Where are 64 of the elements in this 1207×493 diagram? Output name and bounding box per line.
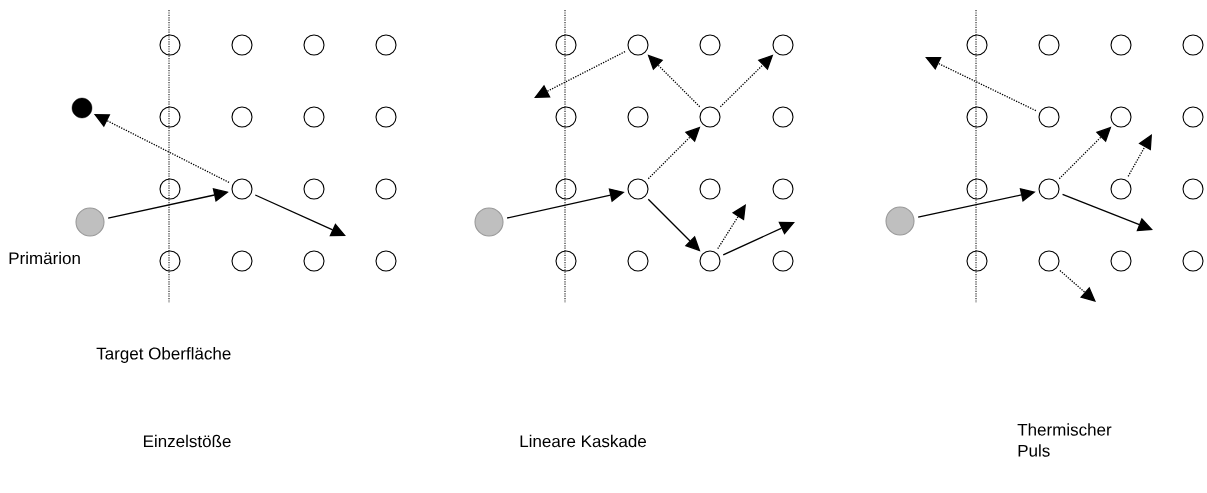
atom-circle [375,106,397,128]
atom-circle [627,34,649,56]
atom-circle [303,178,325,200]
atom-circle [772,106,794,128]
atom-circle [1038,178,1060,200]
arrow [722,221,795,256]
arrow [534,50,626,98]
atom-circle [231,178,253,200]
atom-circle [627,106,649,128]
node-caption: Primärion [9,251,80,265]
atom-circle [699,34,721,56]
atom-circle [555,250,577,272]
surface-label: Target Oberfläche [96,347,231,363]
atom-circle [699,250,721,272]
atom-circle [772,178,794,200]
atom-circle [966,106,988,128]
arrow [1059,269,1096,302]
atom-circle [1038,34,1060,56]
atom-circle [555,34,577,56]
atom-circle [1110,34,1132,56]
atom-circle [1182,178,1204,200]
atom-circle [627,250,649,272]
panel-title: Thermischer Puls [1017,423,1112,457]
arrow [1061,193,1153,232]
panel-title: Lineare Kaskade [520,434,646,448]
atom-circle [159,34,181,56]
atom-circle [966,178,988,200]
arrow [1127,134,1152,177]
arrow [254,194,346,237]
atom-circle [375,34,397,56]
atom-circle [231,34,253,56]
atom-circle [303,106,325,128]
atom-circle [303,34,325,56]
atom-circle [627,178,649,200]
atom-circle [555,178,577,200]
atom-circle [966,250,988,272]
arrow [925,57,1037,112]
atom-circle [1038,250,1060,272]
atom-circle [159,106,181,128]
atom-circle [1182,34,1204,56]
ion-circle [885,206,915,236]
atom-circle [772,34,794,56]
sputtered-atom [71,97,93,119]
atom-circle [555,106,577,128]
atom-circle [699,178,721,200]
atom-circle [375,250,397,272]
arrow [717,204,746,250]
atom-circle [231,106,253,128]
atom-circle [1182,106,1204,128]
atom-circle [1110,250,1132,272]
atom-circle [1038,106,1060,128]
atom-circle [231,250,253,272]
atom-circle [159,178,181,200]
atom-circle [1182,250,1204,272]
ion-circle [474,207,504,237]
atom-circle [159,250,181,272]
atom-circle [772,250,794,272]
atom-circle [966,34,988,56]
atom-circle [1110,106,1132,128]
atom-circle [375,178,397,200]
atom-circle [699,106,721,128]
atom-circle [1110,178,1132,200]
atom-circle [303,250,325,272]
panel-title: Einzelstöße [144,434,231,448]
